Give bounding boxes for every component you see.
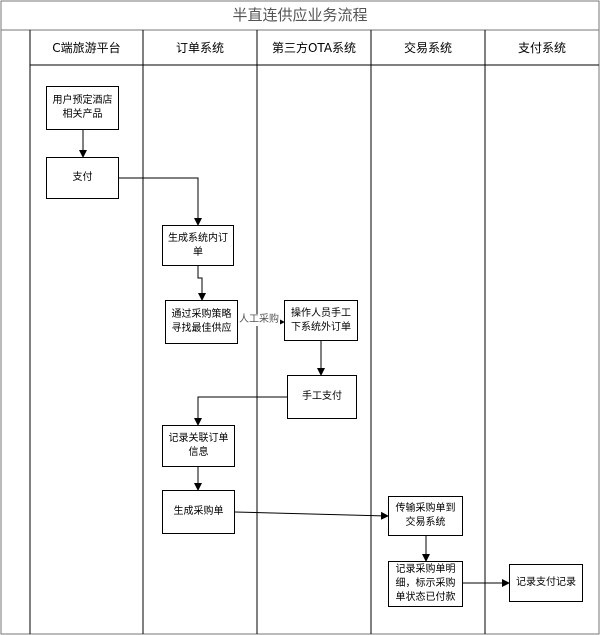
- node-user-book: 用户预定酒店 相关产品: [46, 86, 119, 130]
- node-pay: 支付: [46, 157, 119, 199]
- diagram-title: 半直连供应业务流程: [232, 6, 368, 24]
- edge-purchase-to-transfer: [234, 511, 389, 520]
- node-procure-strategy: 通过采购策略 寻找最佳供应: [165, 300, 238, 344]
- lane-header-trade-system: 交易系统: [403, 41, 452, 55]
- node-record-link: 记录关联订单 信息: [162, 425, 235, 467]
- node-generate-order: 生成系统内订 单: [162, 225, 234, 266]
- lane-header-ota-system: 第三方OTA系统: [271, 41, 357, 55]
- edge-order-to-strategy: [197, 266, 206, 301]
- node-transfer-purchase: 传输采购单到 交易系统: [388, 496, 463, 536]
- edge-pay-to-generate-order: [119, 177, 202, 226]
- node-generate-purchase: 生成采购单: [162, 490, 235, 534]
- node-manual-pay: 手工支付: [287, 375, 357, 419]
- edge-pay-to-record-link: [194, 396, 287, 426]
- lane-header-payment-system: 支付系统: [517, 41, 566, 55]
- lane-header-c-platform: C端旅游平台: [52, 41, 121, 55]
- node-record-payment: 记录支付记录: [509, 564, 583, 602]
- edge-label-manual-procure: 人工采购: [238, 314, 280, 326]
- node-manual-order: 操作人员手工 下系统外订单: [284, 300, 358, 341]
- node-record-detail: 记录采购单明 细，标示采购 单状态已付款: [388, 561, 463, 607]
- lane-header-order-system: 订单系统: [175, 41, 224, 55]
